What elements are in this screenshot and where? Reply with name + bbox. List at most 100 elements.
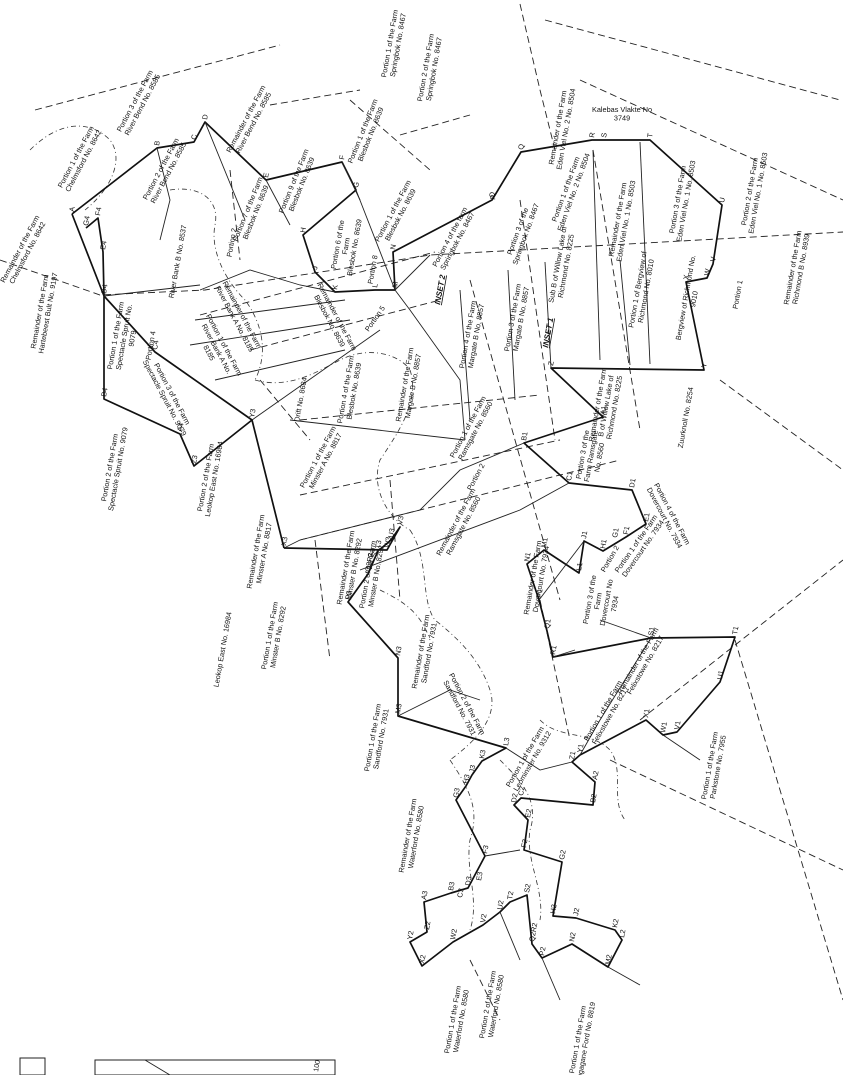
beacon-label: A1 <box>598 405 608 415</box>
parcel-label: Portion 1 of the FarmLeominster No. 9312 <box>504 725 553 793</box>
beacon-label: P <box>488 194 498 200</box>
beacon-label: H2 <box>548 904 558 915</box>
beacon-label: A3 <box>419 890 429 900</box>
parcel-label: Portion 3 of the FarmEden Viel No. 1 No.… <box>666 158 698 242</box>
parcel-label: Portion 3 of the FarmMargate B No. 8857 <box>502 283 531 354</box>
corner-scale-text: 100 <box>313 1060 322 1073</box>
parcel-label: Drift No. 8684 <box>292 377 309 423</box>
beacon-label: T <box>645 132 655 138</box>
parcel-label: Portion 3 of the FarmSpectacle Spruit No… <box>141 354 196 437</box>
beacon-label: J1 <box>579 530 589 539</box>
inset-markers: INSET 2 INSET 1 <box>433 273 555 348</box>
parcel-label: Portion 2 of the FarmSpringbok No. 8467 <box>415 33 444 104</box>
parcel-label: Portion 8 <box>366 254 380 284</box>
parcel-label: Portion 4 of the FarmBlesbok No. 8639 <box>335 355 364 426</box>
beacon-label: G4 <box>81 215 92 226</box>
beacon-label: E4 <box>98 240 108 250</box>
beacon-label: X1 <box>641 708 651 718</box>
parcel-labels: Portion 1 of the FarmChelmsford No. 8642… <box>0 9 812 1075</box>
regional-dashed-lines <box>0 3 843 1021</box>
beacon-label: V1 <box>672 720 682 730</box>
beacon-label: A4 <box>175 422 185 432</box>
parcel-label: Portion 2 of the FarmSpectacle Spruit No… <box>98 425 130 512</box>
beacon-label: Q2R2 <box>527 922 539 942</box>
parcel-label: Remainder of the FarmBlesbok No. 8639 <box>308 282 359 356</box>
beacon-label: L <box>370 283 380 289</box>
beacon-label: D2 <box>509 793 519 804</box>
parcel-label: Remainder of the FarmDovercourt No. 7934 <box>522 540 552 617</box>
parcel-label-line: Leokop East No. 16984 <box>211 611 233 688</box>
beacon-label: G2 <box>557 849 568 860</box>
beacon-label: R1 <box>548 645 558 656</box>
beacon-label: L3 <box>501 737 511 747</box>
parcel-label: Portion 1 of the FarmMinster A No. 8817 <box>298 424 346 493</box>
parcel-label: Portion 1 <box>731 279 745 309</box>
beacon-label: K3 <box>477 749 487 759</box>
beacon-label: M2 <box>603 954 614 966</box>
beacon-label: A <box>67 206 77 212</box>
beacon-label: W3 <box>382 536 393 548</box>
parcel-label-line: 9010 <box>688 290 700 308</box>
parcel-label-line: 7934 <box>609 595 621 613</box>
beacon-label: T3 <box>373 539 383 549</box>
beacon-label: S <box>599 132 609 138</box>
beacon-label: B <box>152 140 162 146</box>
beacon-label: H1 <box>598 539 608 550</box>
beacon-label: E3 <box>474 871 484 881</box>
parcel-label: Portion 1 of Bergview ofRichmond No. 801… <box>626 250 657 330</box>
beacon-label: F2 <box>519 838 529 848</box>
parcel-label: Portion 1 of the FarmFelixstowe No. 8217 <box>582 679 631 747</box>
parcel-label: Zuurknoll No. 8254 <box>676 386 696 448</box>
parcel-label-line: 3749 <box>614 114 630 123</box>
beacon-label: N3 <box>393 646 403 657</box>
beacon-label: C <box>189 134 199 141</box>
beacon-label: K <box>330 284 340 290</box>
beacon-label: U3 <box>386 528 396 539</box>
parcel-label: Remainder of the FarmWaterford No. 8580 <box>397 798 427 875</box>
beacon-label: X <box>681 274 691 280</box>
beacon-label: A2 <box>590 770 600 780</box>
beacon-label: E1 <box>641 512 651 522</box>
beacon-label: H <box>298 227 308 234</box>
parcel-label: Portion 3 of the FarmRiver Bend No. 8585 <box>115 68 163 137</box>
parcel-label: Portion 2 of the FarmLeokop East No. 169… <box>194 439 224 517</box>
beacon-label: F3 <box>480 844 490 854</box>
beacon-label: P2 <box>537 946 547 956</box>
parcel-label: Portion 1 of the FarmSpectacle Spruit No… <box>105 301 143 373</box>
beacon-label: S2 <box>522 883 532 893</box>
inset-label: INSET 1 <box>541 316 555 348</box>
beacon-label: N <box>388 244 398 251</box>
beacon-label: U <box>717 197 727 204</box>
parcel-label-line: Portion 5 <box>363 304 387 333</box>
beacon-label: Y2 <box>405 930 415 940</box>
parcel-label: Portion 1 of the FarmDovercourt No. 7934 <box>613 513 667 579</box>
beacon-label: D3 <box>463 876 473 887</box>
beacon-label: Z1 <box>567 750 577 760</box>
beacon-label: P1 <box>534 588 544 598</box>
beacon-label: Q3R3 <box>363 552 375 572</box>
river-lines <box>29 125 626 931</box>
parcel-label-line: Drift No. 8684 <box>292 377 309 423</box>
beacon-label: Q <box>516 143 526 150</box>
inset-label: INSET 2 <box>433 273 447 305</box>
parcel-label: Remainder of the FarmRamsgate No. 8560 <box>434 487 485 561</box>
beacon-label: G <box>351 181 361 188</box>
beacon-label: R <box>587 132 597 139</box>
parcel-label: Remainder of the FarmRiver Bend No. 8585 <box>224 84 275 158</box>
beacon-label: T2 <box>505 890 515 900</box>
parcel-label: Portion 1 of the FarmBlesbok No. 8639 <box>373 178 421 247</box>
parcel-label: Remainder of the FarmMinster A No. 8817 <box>245 514 275 591</box>
parcel-label: Portion 1 of the FarmBlesbok No. 8639 <box>346 98 388 168</box>
beacon-label: Q1 <box>542 618 553 629</box>
beacon-label: H3 <box>461 774 471 785</box>
parcel-label-line: Portion 1 <box>731 279 745 309</box>
parcel-label-line: Farm <box>592 592 604 610</box>
beacon-label: J2 <box>571 907 581 916</box>
parcel-label: Remainder of the FarmEden Viel No. 1 No.… <box>606 178 638 262</box>
beacon-label: F1 <box>621 525 631 535</box>
beacon-label: C1 <box>564 471 574 482</box>
parcel-label: Portion 1 of the FarmMinster B No. 8292 <box>259 601 288 672</box>
